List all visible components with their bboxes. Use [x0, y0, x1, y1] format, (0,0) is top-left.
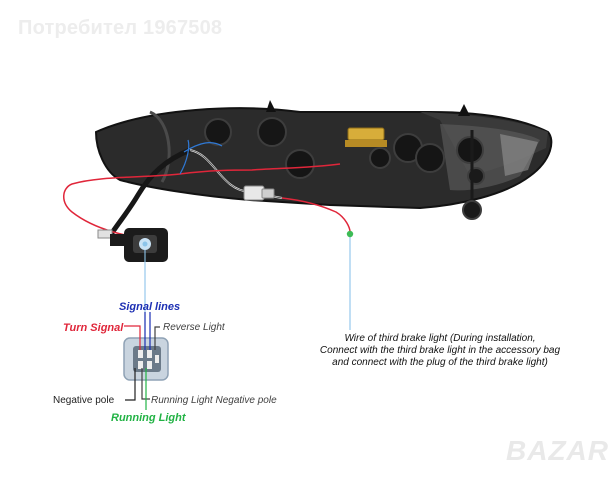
third-brake-light-note: Wire of third brake light (During instal… — [309, 333, 571, 369]
running-light-label: Running Light — [111, 412, 186, 424]
bulb-socket-icons — [204, 117, 485, 220]
plug-icon — [243, 185, 275, 201]
user-watermark: Потребител 1967508 — [18, 17, 223, 39]
running-light-negative-pole-label: Running Light Negative pole — [151, 395, 277, 406]
third-brake-note-line-1: Wire of third brake light (During instal… — [344, 333, 536, 344]
reverse-light-label: Reverse Light — [163, 322, 225, 333]
signal-lines-label: Signal lines — [119, 301, 181, 313]
main-connector-icon — [97, 228, 168, 262]
pin-callout-lines — [124, 312, 160, 410]
brand-watermark: BAZAR — [506, 435, 609, 466]
turn-signal-label: Turn Signal — [63, 322, 124, 334]
wiring-icon — [63, 139, 351, 241]
negative-pole-label: Negative pole — [53, 395, 115, 406]
third-brake-note-line-2: Connect with the third brake light in th… — [319, 345, 561, 356]
third-brake-note-line-3: and connect with the plug of the third b… — [332, 357, 548, 368]
resistor-icon — [345, 127, 387, 147]
